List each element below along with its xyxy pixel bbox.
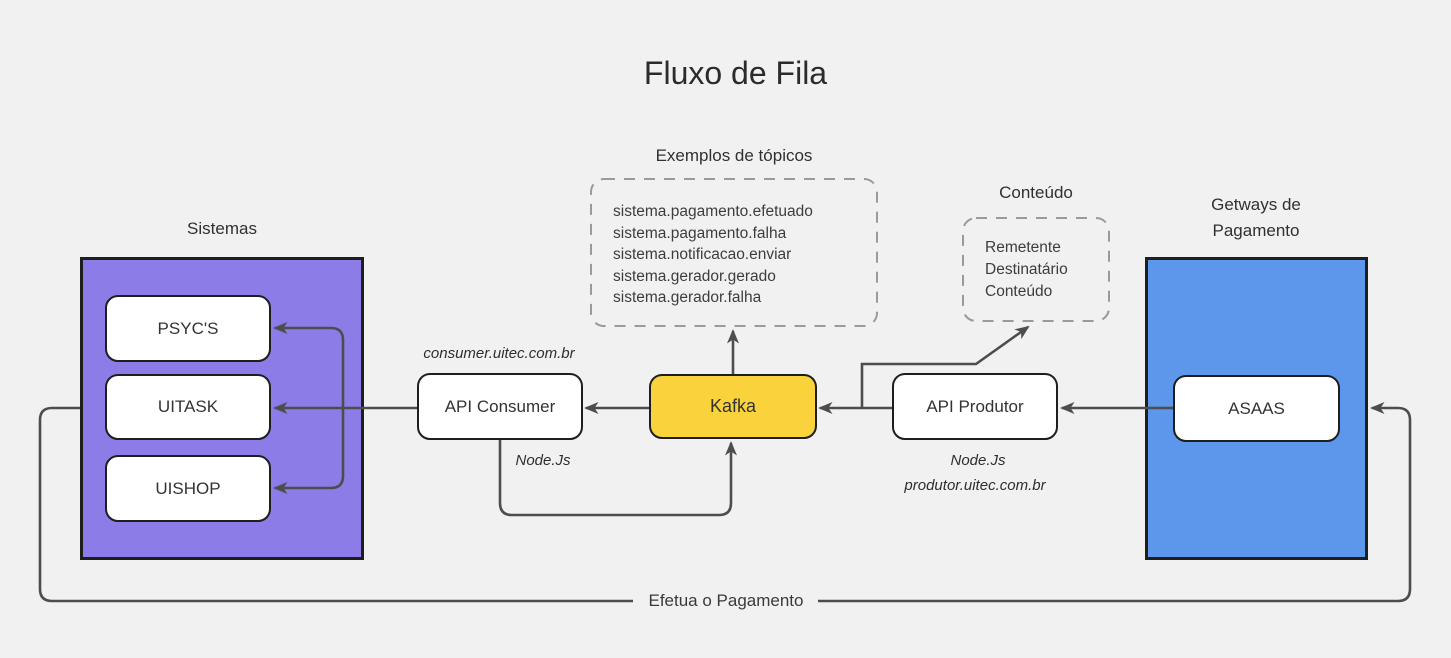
diagram-title: Fluxo de Fila bbox=[643, 55, 828, 91]
edge-consumer-loop-to-kafka bbox=[498, 440, 737, 517]
node-uishop-label: UISHOP bbox=[155, 478, 221, 498]
topic-line: sistema.pagamento.efetuado bbox=[613, 203, 813, 220]
topic-line: sistema.pagamento.falha bbox=[613, 224, 787, 242]
conteudo-note-title: Conteúdo bbox=[999, 183, 1073, 202]
topic-line: sistema.gerador.falha bbox=[613, 289, 762, 306]
payment-edge-label: Efetua o Pagamento bbox=[648, 591, 804, 610]
topic-line: sistema.gerador.gerado bbox=[613, 267, 776, 285]
conteudo-line: Conteúdo bbox=[985, 283, 1053, 300]
sistemas-group-label: Sistemas bbox=[187, 219, 257, 238]
node-uitask: UITASK bbox=[105, 374, 271, 440]
consumer-nodejs-annotation: Node.Js bbox=[515, 452, 571, 469]
topics-note-lines: sistema.pagamento.efetuado sistema.pagam… bbox=[613, 201, 878, 309]
node-asaas: ASAAS bbox=[1173, 375, 1340, 442]
node-kafka-label: Kafka bbox=[709, 396, 757, 416]
produtor-domain-annotation: produtor.uitec.com.br bbox=[904, 477, 1046, 494]
edge-payment-loop-left bbox=[38, 406, 633, 603]
topics-note-border bbox=[590, 178, 878, 327]
consumer-domain-annotation: consumer.uitec.com.br bbox=[423, 345, 575, 362]
conteudo-line: Destinatário bbox=[985, 261, 1068, 278]
edge-collector-to-psycs bbox=[273, 322, 345, 408]
node-kafka: Kafka bbox=[649, 374, 817, 439]
edge-collector-to-uishop bbox=[273, 408, 345, 494]
node-api-produtor: API Produtor bbox=[892, 373, 1058, 440]
node-api-consumer-label: API Consumer bbox=[444, 396, 556, 416]
node-psycs: PSYC'S bbox=[105, 295, 271, 362]
node-uitask-label: UITASK bbox=[157, 397, 219, 416]
topics-note-title: Exemplos de tópicos bbox=[655, 146, 813, 165]
conteudo-note-border bbox=[962, 217, 1110, 322]
node-asaas-label: ASAAS bbox=[1228, 398, 1285, 418]
node-uishop: UISHOP bbox=[105, 455, 271, 522]
topic-line: sistema.notificacao.enviar bbox=[613, 246, 792, 263]
edge-produtor-to-conteudo bbox=[860, 325, 1030, 408]
node-api-produtor-label: API Produtor bbox=[926, 396, 1024, 416]
gateways-group-label: Getways de Pagamento bbox=[1211, 195, 1301, 240]
edge-payment-loop-right bbox=[818, 402, 1412, 603]
conteudo-line: Remetente bbox=[985, 239, 1061, 256]
node-psycs-label: PSYC'S bbox=[157, 318, 219, 338]
conteudo-note-lines: Remetente Destinatário Conteúdo bbox=[985, 237, 1110, 303]
node-api-consumer: API Consumer bbox=[417, 373, 583, 440]
produtor-nodejs-annotation: Node.Js bbox=[950, 452, 1006, 469]
